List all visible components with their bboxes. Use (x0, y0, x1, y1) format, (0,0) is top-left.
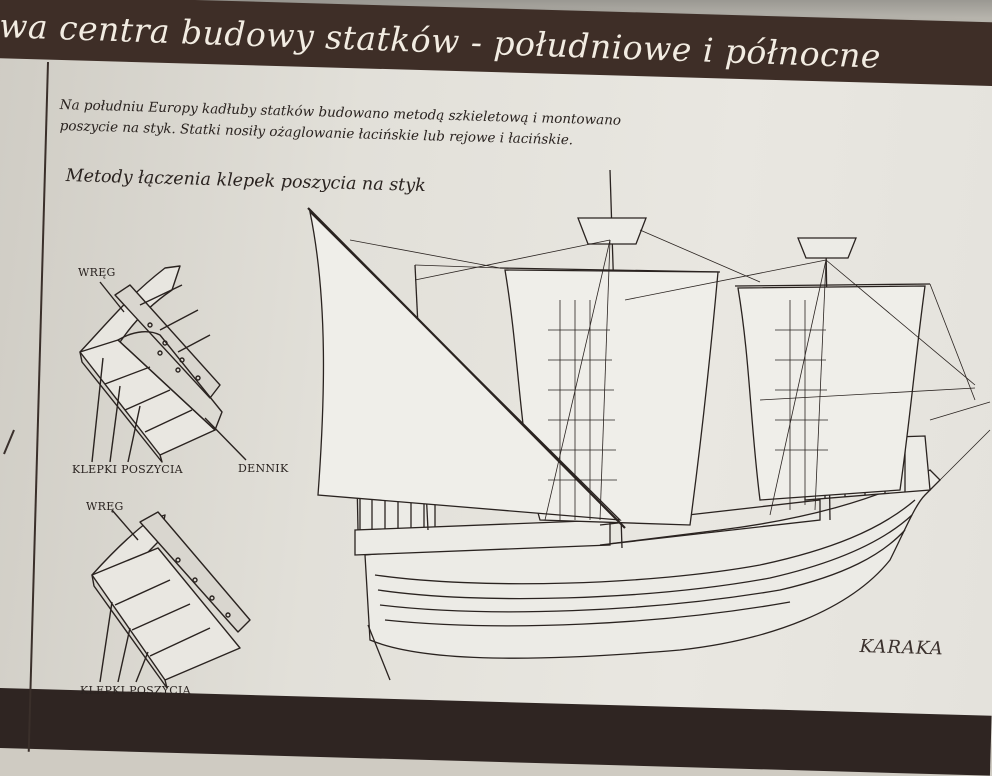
ship-illustration (307, 169, 991, 681)
ship-caption: KARAKA (859, 636, 944, 660)
planking-diagrams (79, 169, 991, 689)
label-klepki-poszycia-bottom: KLEPKI POSZYCIA (80, 684, 191, 697)
joint-diagram-bottom (91, 509, 251, 689)
label-wreg-top: WRĘG (78, 266, 116, 279)
pencil-stroke-icon (3, 429, 15, 455)
joint-diagram-top (79, 265, 247, 463)
adjacent-panel-mark (2, 428, 16, 456)
label-klepki-poszycia-top: KLEPKI POSZYCIA (72, 463, 183, 476)
label-wreg-bottom: WRĘG (86, 500, 124, 513)
label-dennik: DENNIK (238, 462, 289, 475)
